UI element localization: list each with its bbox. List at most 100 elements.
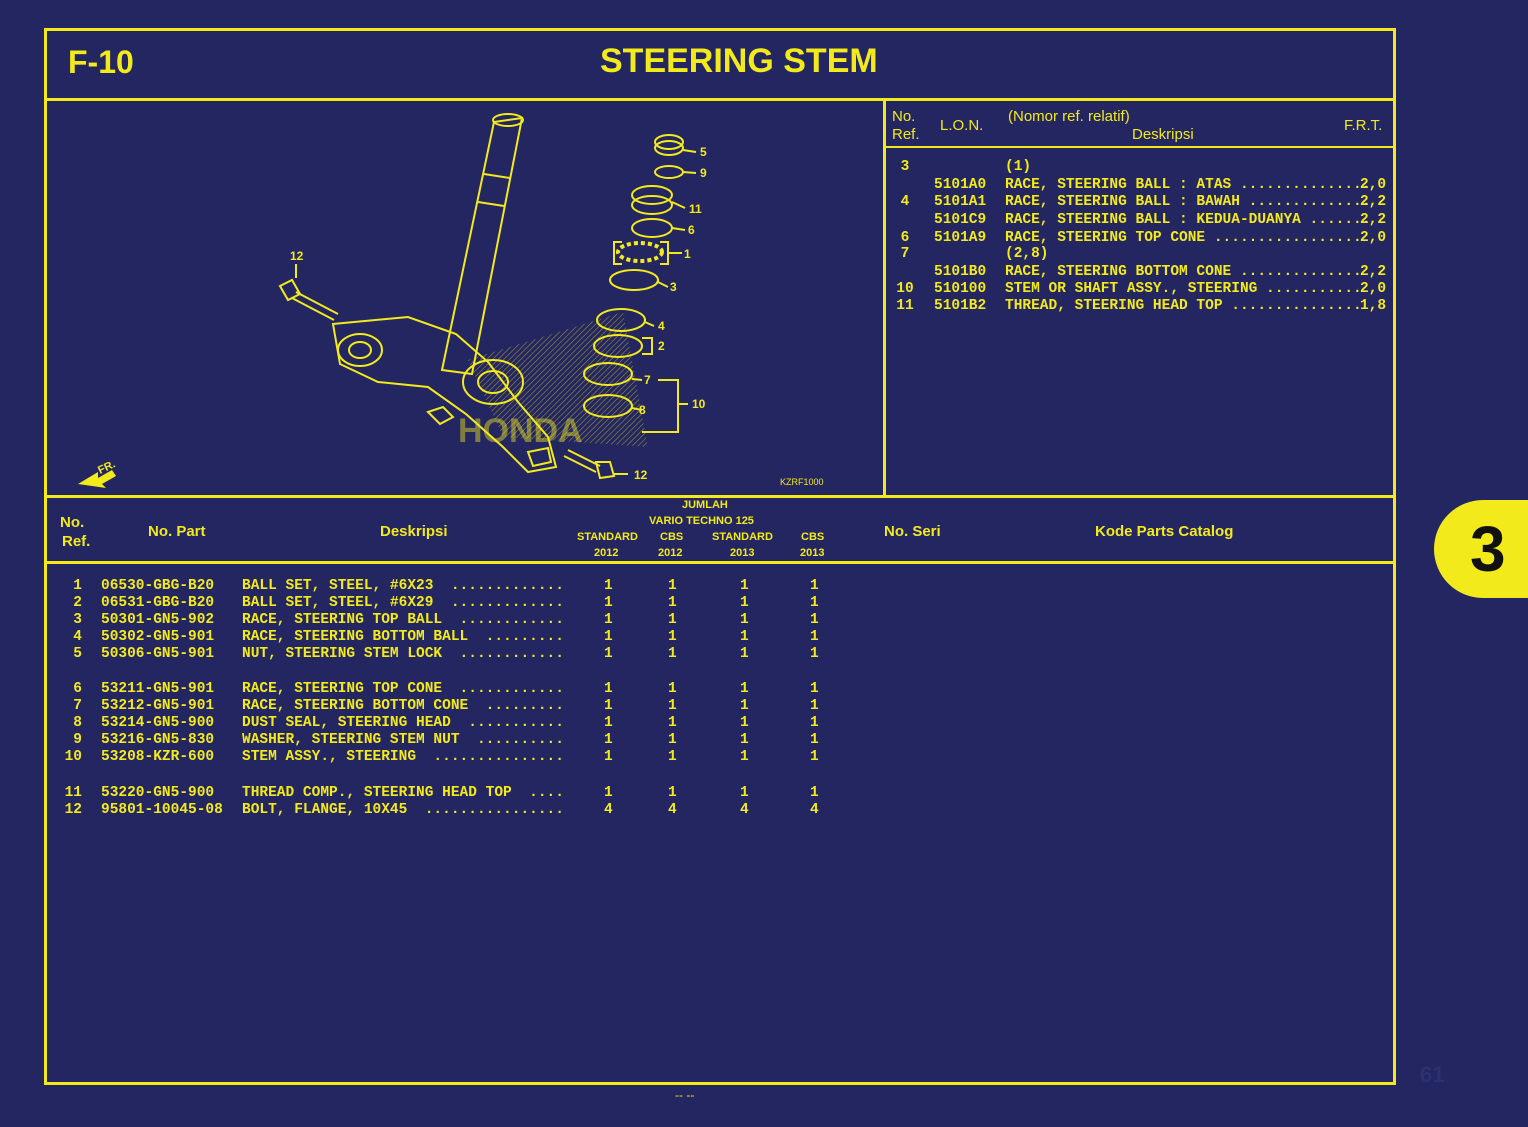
- row-quantity: 1: [668, 612, 677, 628]
- callout: 6: [688, 223, 695, 237]
- row-quantity: 1: [604, 732, 613, 748]
- qty-col-1-name: STANDARD: [577, 531, 638, 543]
- washer-9: [654, 165, 684, 179]
- top-ball-race-3: [609, 269, 659, 291]
- page-number: 61: [1420, 1062, 1445, 1087]
- row-description: BOLT, FLANGE, 10X45 ................: [242, 802, 564, 818]
- callout: 3: [670, 280, 677, 294]
- row-ref: 7: [73, 698, 82, 714]
- row-quantity: 1: [810, 646, 819, 662]
- qty-col-1-year: 2012: [594, 547, 619, 559]
- callout: 1: [684, 247, 691, 261]
- lon-code: 5101B0: [934, 264, 987, 280]
- row-quantity: 1: [740, 785, 749, 801]
- row-quantity: 1: [740, 715, 749, 731]
- parts-col-jumlah: JUMLAH: [682, 499, 728, 511]
- row-ref: 5: [73, 646, 82, 662]
- callout: 4: [658, 319, 665, 333]
- row-description: RACE, STEERING TOP BALL ............: [242, 612, 564, 628]
- lon-code: 5101C9: [934, 212, 987, 228]
- lon-code: 5101A1: [934, 194, 987, 210]
- parts-col-no-part: No. Part: [148, 523, 206, 540]
- row-quantity: 1: [740, 749, 749, 765]
- callout: 12: [634, 468, 648, 482]
- qty-col-3-name: STANDARD: [712, 531, 773, 543]
- lon-desc: (1): [1005, 159, 1032, 175]
- lon-frt: 2,2: [1360, 264, 1387, 280]
- ball-set-1: [613, 241, 669, 265]
- callout: 9: [700, 166, 707, 180]
- row-quantity: 1: [810, 749, 819, 765]
- row-part-number: 53212-GN5-901: [101, 698, 215, 714]
- lon-frt: 2,2: [1360, 212, 1387, 228]
- lon-code: 510100: [934, 281, 987, 297]
- lon-ref: 10: [896, 281, 914, 297]
- lon-ref: 4: [900, 194, 910, 210]
- lon-col-frt: F.R.T.: [1344, 117, 1383, 134]
- qty-col-4-year: 2013: [800, 547, 825, 559]
- row-quantity: 1: [604, 698, 613, 714]
- row-description: RACE, STEERING TOP CONE ............: [242, 681, 564, 697]
- thread-11: [631, 185, 673, 215]
- row-description: RACE, STEERING BOTTOM CONE .........: [242, 698, 564, 714]
- lon-frt: 2,0: [1360, 177, 1387, 193]
- lon-frt: 2,0: [1360, 230, 1387, 246]
- row-quantity: 4: [604, 802, 613, 818]
- row-ref: 6: [73, 681, 82, 697]
- lon-ref: 6: [900, 230, 910, 246]
- row-description: WASHER, STEERING STEM NUT ..........: [242, 732, 564, 748]
- callout: 2: [658, 339, 665, 353]
- lon-desc: RACE, STEERING BALL : BAWAH ............…: [1005, 194, 1371, 210]
- lon-code: 5101B2: [934, 298, 987, 314]
- parts-col-no-seri: No. Seri: [884, 523, 941, 540]
- row-part-number: 50306-GN5-901: [101, 646, 215, 662]
- bottom-bridge: [331, 315, 558, 474]
- lon-code: 5101A0: [934, 177, 987, 193]
- bolt-12-lower: [563, 449, 616, 480]
- lon-desc: THREAD, STEERING HEAD TOP ..............…: [1005, 298, 1362, 314]
- lon-desc: RACE, STEERING BALL : ATAS .............…: [1005, 177, 1371, 193]
- parts-col-kode: Kode Parts Catalog: [1095, 523, 1234, 540]
- row-description: RACE, STEERING BOTTOM BALL .........: [242, 629, 564, 645]
- row-part-number: 50301-GN5-902: [101, 612, 215, 628]
- lock-nut-5: [654, 134, 684, 156]
- row-quantity: 1: [604, 629, 613, 645]
- row-quantity: 1: [810, 595, 819, 611]
- callout: 5: [700, 145, 707, 159]
- parts-header-rule: [44, 561, 1396, 564]
- lon-no-ref-1: No.: [892, 108, 916, 125]
- row-ref: 11: [64, 785, 82, 801]
- ball-set-2: [593, 334, 643, 358]
- row-quantity: 1: [604, 646, 613, 662]
- row-quantity: 1: [668, 595, 677, 611]
- row-quantity: 1: [740, 578, 749, 594]
- qty-col-3-year: 2013: [730, 547, 755, 559]
- image-code: KZRF1000: [780, 477, 824, 487]
- row-ref: 2: [73, 595, 82, 611]
- qty-col-2-name: CBS: [660, 531, 684, 543]
- row-part-number: 53211-GN5-901: [101, 681, 215, 697]
- page-title: STEERING STEM: [600, 42, 878, 80]
- row-quantity: 1: [810, 578, 819, 594]
- row-quantity: 1: [604, 785, 613, 801]
- row-quantity: 1: [668, 785, 677, 801]
- lon-desc: RACE, STEERING BOTTOM CONE .............…: [1005, 264, 1362, 280]
- row-ref: 9: [73, 732, 82, 748]
- chapter-tab: 3: [1434, 500, 1528, 598]
- callout: 12: [290, 249, 304, 263]
- page-frame: [44, 28, 1396, 1085]
- row-part-number: 53220-GN5-900: [101, 785, 215, 801]
- row-quantity: 1: [810, 681, 819, 697]
- row-quantity: 4: [810, 802, 819, 818]
- row-description: BALL SET, STEEL, #6X29 .............: [242, 595, 564, 611]
- row-quantity: 1: [668, 732, 677, 748]
- lon-desc: RACE, STEERING BALL : KEDUA-DUANYA .....…: [1005, 212, 1371, 228]
- lon-header-rule: [886, 146, 1396, 148]
- row-quantity: 1: [740, 629, 749, 645]
- parts-no-ref-2: Ref.: [62, 533, 91, 550]
- row-quantity: 1: [740, 732, 749, 748]
- lon-desc: RACE, STEERING TOP CONE ................…: [1005, 230, 1362, 246]
- lon-desc: STEM OR SHAFT ASSY., STEERING ..........…: [1005, 281, 1362, 297]
- qty-col-2-year: 2012: [658, 547, 683, 559]
- callout: 8: [639, 403, 646, 417]
